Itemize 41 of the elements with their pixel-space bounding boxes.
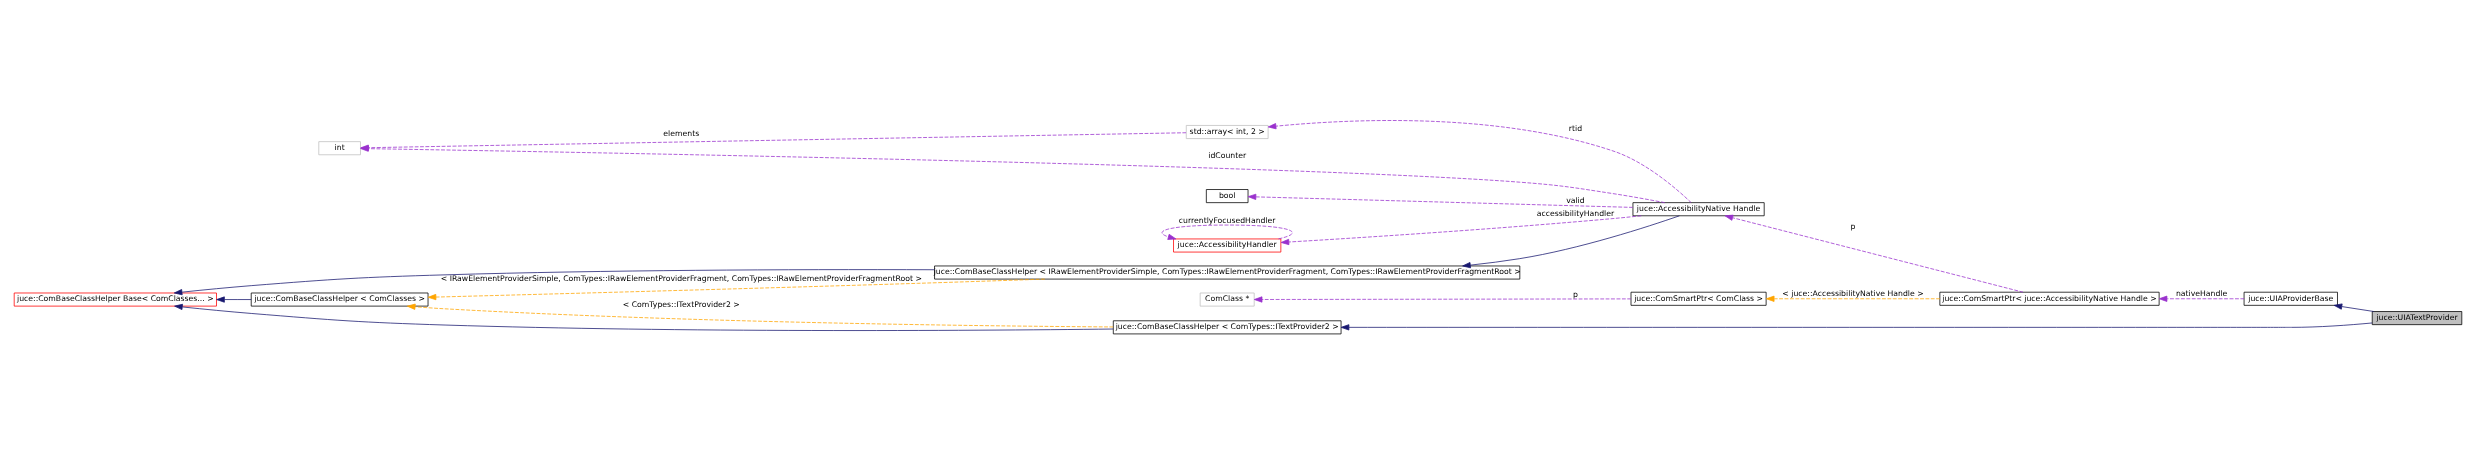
node-box: int: [318, 140, 361, 155]
edge-label: idCounter: [1208, 150, 1247, 160]
edge-label: nativeHandle: [2175, 288, 2228, 298]
node-box: juce::AccessibilityNative Handle: [1632, 201, 1765, 216]
edge-label: currentlyFocusedHandler: [1178, 215, 1276, 225]
edge-label: rtid: [1568, 123, 1583, 133]
edge-label: < juce::AccessibilityNative Handle >: [1782, 288, 1924, 298]
node-box: juce::UIAProviderBase: [2243, 291, 2338, 306]
node-box: juce::AccessibilityHandler: [1173, 238, 1282, 252]
arrow: [1247, 193, 1634, 208]
node-box: juce::ComSmartPtr< juce::AccessibilityNative Handle >: [1939, 291, 2160, 306]
node-box: ComClass *: [1199, 292, 1255, 306]
arrow: [2158, 295, 2245, 302]
edge-label: p: [1850, 221, 1856, 231]
arrow: [1161, 224, 1293, 240]
node-box: juce::ComBaseClassHelper < ComTypes::ITextProvider2 >: [1112, 319, 1342, 334]
node-box: juce::UIATextProvider: [2371, 310, 2463, 325]
arrow: [1253, 295, 1632, 303]
arrow: [1766, 295, 1941, 302]
arrow: [173, 268, 935, 295]
edge-label: < IRawElementProviderSimple, ComTypes::IRawElementProviderFragment, ComTypes::IRawElementProviderFragmentRoot >: [440, 273, 922, 283]
arrow: [1267, 119, 1692, 203]
edge-label: < ComTypes::ITextProvider2 >: [622, 299, 740, 308]
edge-label: accessibilityHandler: [1536, 208, 1615, 218]
arrow: [1724, 214, 2024, 293]
node-box: juce::ComBaseClassHelper Base< ComClasses... >: [13, 292, 217, 306]
arrow: [2333, 303, 2375, 312]
arrow: [1462, 214, 1680, 268]
arrow: [1280, 214, 1642, 245]
arrow: [216, 295, 252, 303]
node-box: std::array< int, 2 >: [1185, 124, 1269, 139]
edge-label: p: [1572, 289, 1578, 299]
node-box: juce::ComSmartPtr< ComClass >: [1630, 291, 1767, 306]
arrow: [174, 303, 1114, 331]
node-box: juce::ComBaseClassHelper < ComClasses >: [250, 292, 429, 306]
edge-label: elements: [663, 128, 700, 138]
node-box: bool: [1205, 188, 1249, 203]
arrow: [406, 303, 1114, 327]
edge-label: valid: [1566, 195, 1585, 205]
arrow: [427, 278, 1046, 300]
arrow: [1340, 322, 2373, 330]
